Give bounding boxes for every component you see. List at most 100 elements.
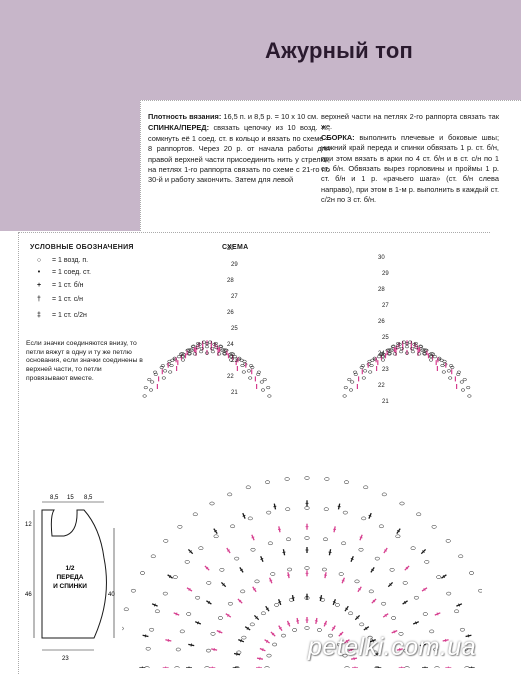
stitch-crossbar [399, 648, 401, 652]
pineapple-chain [190, 345, 195, 349]
chain-stitch-mark [144, 666, 150, 668]
chain-stitch-mark [344, 666, 350, 668]
chain-stitch-mark [177, 525, 183, 529]
stitch-crossbar [218, 630, 221, 634]
pattern-left-dim-1: 12 [25, 522, 32, 528]
chain-stitch-mark [140, 571, 145, 575]
pineapple-chain [387, 351, 392, 355]
pineapple-chain [232, 355, 238, 359]
pineapple-chain [186, 348, 191, 352]
pineapple-chain [419, 345, 424, 349]
chain-stitch-mark [378, 524, 384, 529]
chain-stitch-mark [403, 648, 408, 653]
chain-stitch-mark [433, 647, 439, 652]
pineapple-chain [399, 350, 404, 354]
pineapple-chain [412, 342, 417, 346]
pineapple-chain [386, 348, 391, 352]
row-label: 23 [382, 367, 389, 373]
pineapple-chain [459, 380, 464, 384]
pineapple-chain [246, 369, 251, 373]
stitch-crossbar [372, 599, 376, 603]
stitch-crossbar [167, 638, 170, 642]
stitch-crossbar [213, 648, 215, 652]
chain-stitch-mark [464, 666, 470, 668]
pineapple-chain [153, 372, 158, 376]
chain-stitch-mark [363, 485, 369, 490]
chain-stitch-mark [304, 626, 310, 630]
pineapple-chain [210, 350, 215, 354]
stitch-crossbar [269, 579, 273, 582]
chain-stitch-mark [241, 635, 247, 640]
pineapple-chain [418, 344, 423, 348]
chain-stitch-mark [195, 595, 201, 600]
chain-stitch-mark [416, 512, 422, 517]
legend-label: = 1 ст. с/н [52, 296, 84, 303]
row-label: 21 [382, 399, 389, 405]
row-label: 24 [227, 342, 234, 348]
row-label: 26 [227, 310, 234, 316]
stitch-crossbar [226, 549, 230, 552]
pineapple-chain [159, 365, 164, 369]
chain-stitch-mark [316, 628, 322, 632]
stitch-crossbar [350, 558, 354, 560]
stitch-crossbar [341, 579, 345, 582]
pineapple-chain [241, 370, 246, 374]
pineapple-chain [439, 358, 444, 362]
pineapple-chain [256, 372, 261, 376]
stitch-crossbar [291, 597, 295, 599]
stitch-crossbar [205, 566, 209, 570]
chain-stitch-mark [267, 541, 273, 546]
pineapple-chain [342, 394, 347, 398]
pineapple-chain [441, 370, 446, 374]
pineapple-chain [397, 342, 402, 346]
row-label: 27 [382, 303, 389, 309]
pineapple-chain [222, 351, 227, 355]
stitch-crossbar [239, 568, 243, 572]
chain-stitch-mark [431, 525, 437, 529]
pineapple-chain [153, 370, 158, 374]
pineapple-chain [228, 354, 233, 358]
chain-stitch-mark [399, 501, 405, 506]
chain-stitch-mark [123, 607, 129, 612]
legend-item: †= 1 ст. с/н [30, 295, 83, 304]
pineapple-chain [143, 386, 148, 390]
pineapple-chain [201, 340, 206, 344]
pineapple-chain [370, 358, 375, 362]
stitch-crossbar [405, 566, 409, 570]
pineapple-chain [404, 345, 410, 349]
chain-stitch-mark [234, 666, 240, 668]
stitch-crossbar [339, 632, 343, 636]
stitch-crossbar [345, 639, 349, 643]
stitch-crossbar [242, 514, 246, 517]
stitch-crossbar [467, 634, 470, 638]
pineapple-chain [168, 370, 173, 374]
chain-stitch-mark [213, 534, 219, 539]
stitch-crossbar [190, 643, 192, 647]
stitch-crossbar [246, 626, 249, 630]
stitch-crossbar [358, 588, 362, 591]
chain-stitch-mark [413, 595, 419, 600]
pineapple-chain [220, 348, 225, 352]
pineapple-chain [380, 358, 386, 362]
row-label: 22 [378, 383, 385, 389]
chain-stitch-mark [478, 588, 482, 593]
pineapple-chain [348, 388, 354, 392]
chain-stitch-mark [240, 589, 246, 594]
stitch-crossbar [371, 568, 375, 572]
row-label: 21 [231, 390, 238, 396]
chain-stitch-mark [264, 666, 270, 668]
pineapple-chain [404, 351, 410, 355]
divider-top [140, 100, 521, 101]
stitch-crossbar [442, 575, 446, 579]
pineapple-chain [396, 341, 401, 346]
chain-stitch-mark [254, 579, 260, 584]
pineapple-chain [462, 378, 467, 382]
pineapple-chain [181, 354, 186, 358]
stitch-crossbar [396, 529, 400, 533]
stitch-crossbar [287, 574, 291, 576]
stitch-crossbar [332, 601, 336, 604]
stitch-crossbar [319, 597, 323, 599]
stitch-crossbar [238, 599, 242, 603]
row-label: 29 [231, 262, 238, 268]
chain-stitch-mark [368, 589, 374, 594]
